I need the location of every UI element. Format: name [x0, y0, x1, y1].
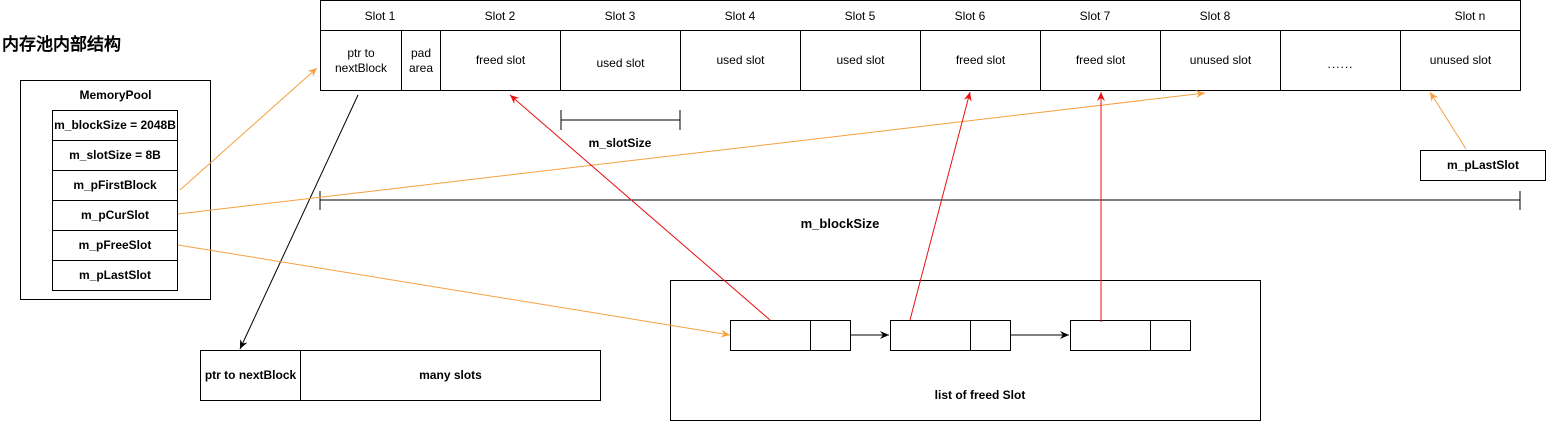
next-block-ptr: ptr to nextBlock	[200, 350, 301, 401]
block-size-dimension	[319, 191, 1521, 210]
diagram-title: 内存池内部结构	[2, 35, 121, 55]
free-node-2-data	[890, 320, 971, 351]
field-first-block: m_pFirstBlock	[52, 170, 178, 201]
field-free-slot: m_pFreeSlot	[52, 230, 178, 261]
cur-slot-arrow	[177, 90, 1206, 215]
slot-8-cell: unused slot	[1160, 30, 1281, 91]
slot-n-cell: unused slot	[1400, 30, 1521, 91]
free-node-2-next	[970, 320, 1011, 351]
header-slot-3: Slot 3	[604, 8, 636, 23]
slot-5-cell: used slot	[800, 30, 921, 91]
field-block-size: m_blockSize = 2048B	[52, 110, 178, 141]
header-slot-1: Slot 1	[364, 8, 396, 23]
memory-pool-name: MemoryPool	[79, 88, 152, 102]
slot-3-cell: used slot	[560, 30, 681, 91]
header-slot-2: Slot 2	[484, 8, 516, 23]
free-node-2-to-slot-6	[909, 91, 972, 321]
free-node-1-next	[810, 320, 851, 351]
header-slot-4: Slot 4	[724, 8, 756, 23]
first-block-arrow	[179, 67, 318, 191]
field-last-slot: m_pLastSlot	[52, 260, 178, 291]
header-slot-5: Slot 5	[844, 8, 876, 23]
slot-1-pad: pad area	[401, 30, 441, 91]
field-cur-slot: m_pCurSlot	[52, 200, 178, 231]
last-slot-box: m_pLastSlot	[1420, 150, 1546, 181]
free-node-3-data	[1070, 320, 1151, 351]
free-list-caption: list of freed Slot	[934, 388, 1026, 402]
header-slot-6: Slot 6	[954, 8, 986, 23]
slot-size-dimension	[560, 110, 681, 130]
slot-2-cell: freed slot	[440, 30, 561, 91]
slot-7-cell: freed slot	[1040, 30, 1161, 91]
last-slot-arrow	[1429, 91, 1467, 150]
next-block-slots: many slots	[300, 350, 601, 401]
slot-4-cell: used slot	[680, 30, 801, 91]
free-node-1-to-slot-2	[509, 94, 771, 321]
slot-6-cell: freed slot	[920, 30, 1041, 91]
slot-ellipsis-cell: ......	[1280, 30, 1401, 91]
header-slot-n: Slot n	[1454, 8, 1486, 23]
slot-1-ptr: ptr to nextBlock	[320, 30, 402, 91]
next-block-arrow	[239, 94, 359, 350]
free-node-3-next	[1150, 320, 1191, 351]
free-slot-arrow	[177, 244, 731, 338]
block-size-label: m_blockSize	[800, 216, 880, 231]
header-slot-8: Slot 8	[1199, 8, 1231, 23]
slot-size-label: m_slotSize	[588, 136, 652, 150]
header-slot-7: Slot 7	[1079, 8, 1111, 23]
